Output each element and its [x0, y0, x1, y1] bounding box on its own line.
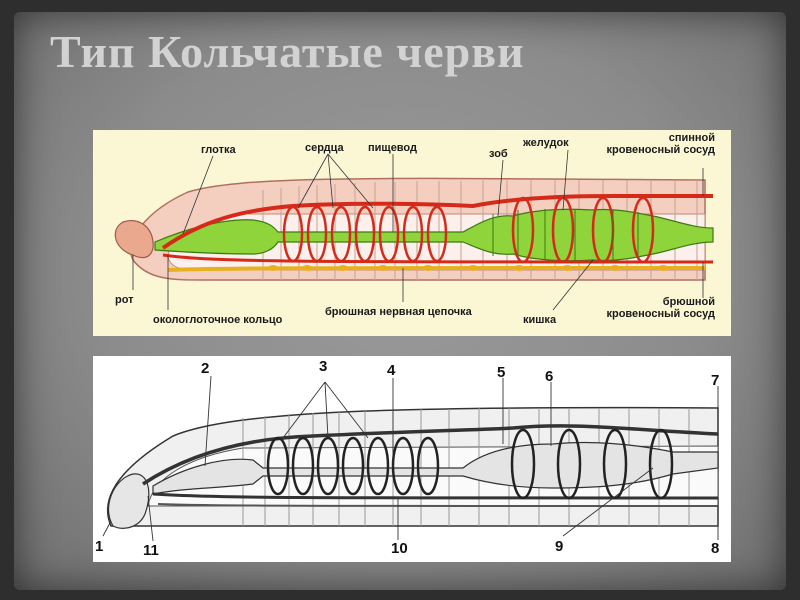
num-7: 7 [711, 372, 720, 389]
label-bryushnaya-cepochka: брюшная нервная цепочка [325, 306, 472, 318]
label-serdca: сердца [305, 142, 344, 154]
num-8: 8 [711, 540, 720, 557]
label-zob: зоб [489, 148, 508, 160]
slide-title: Тип Кольчатые черви [50, 26, 525, 77]
color-worm-diagram: глотка сердца пищевод зоб желудок спинно… [93, 130, 731, 336]
bw-worm-diagram: 2 3 4 5 6 7 1 11 10 9 8 [93, 356, 731, 562]
num-2: 2 [201, 360, 210, 377]
label-glotka: глотка [201, 144, 236, 156]
label-bryushnoy-line1: брюшной [662, 296, 715, 308]
label-kishka: кишка [523, 314, 557, 326]
bw-worm-illustration [102, 375, 719, 542]
label-spinnoy-line1: спинной [668, 132, 715, 144]
label-bryushnoy: брюшной кровеносный сосуд [597, 296, 715, 320]
num-9: 9 [555, 538, 564, 555]
num-3: 3 [319, 358, 328, 375]
num-5: 5 [497, 364, 506, 381]
num-4: 4 [387, 362, 396, 379]
label-spinnoy: спинной кровеносный сосуд [597, 132, 715, 156]
num-6: 6 [545, 368, 554, 385]
label-zheludok: желудок [523, 137, 569, 149]
num-1: 1 [95, 538, 104, 555]
num-11: 11 [143, 542, 159, 559]
label-rot: рот [115, 294, 134, 306]
label-okologlotochnoe: окологлоточное кольцо [153, 314, 283, 326]
label-bryushnoy-line2: кровеносный сосуд [606, 308, 715, 320]
label-spinnoy-line2: кровеносный сосуд [606, 144, 715, 156]
color-worm-illustration [114, 149, 714, 311]
num-10: 10 [391, 540, 408, 557]
label-pishchevod: пищевод [368, 142, 417, 154]
